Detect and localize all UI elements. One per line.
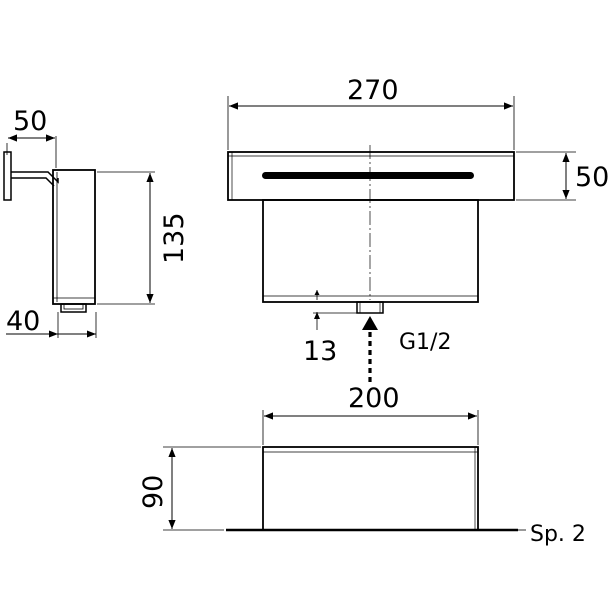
side-width-label: 50 bbox=[13, 106, 47, 137]
front-view bbox=[227, 96, 576, 382]
bottom-note-label: Sp. 2 bbox=[530, 522, 586, 547]
bottom-view bbox=[163, 410, 526, 532]
side-arm bbox=[11, 171, 59, 187]
side-view bbox=[3, 134, 155, 338]
front-depth-label: 50 bbox=[575, 162, 609, 193]
side-body bbox=[52, 169, 96, 305]
front-offset-label: 13 bbox=[303, 336, 337, 367]
front-connection-stub bbox=[356, 301, 384, 314]
bottom-height-label: 90 bbox=[138, 475, 169, 509]
bottom-box bbox=[262, 446, 479, 531]
side-height-label: 135 bbox=[159, 212, 190, 264]
side-wall-plate bbox=[3, 151, 12, 201]
front-connection-label: G1/2 bbox=[399, 330, 451, 355]
front-width-label: 270 bbox=[347, 75, 399, 106]
bottom-width-label: 200 bbox=[348, 383, 400, 414]
side-spout-label: 40 bbox=[6, 306, 40, 337]
side-spout bbox=[60, 303, 87, 313]
front-housing bbox=[262, 199, 479, 303]
front-water-slot bbox=[262, 172, 474, 179]
